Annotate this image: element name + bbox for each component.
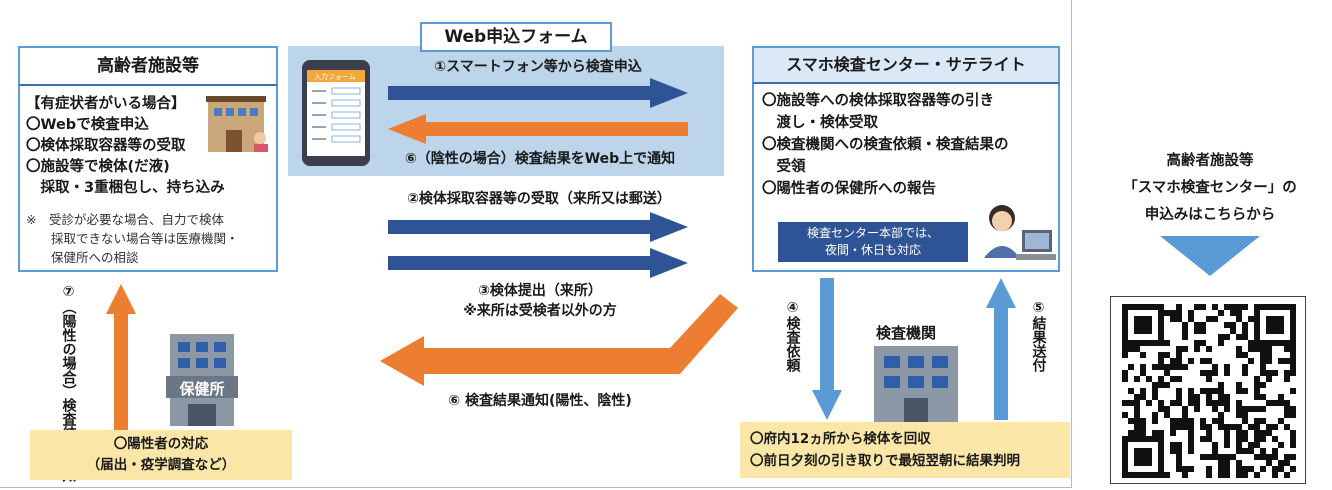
center-title: スマホ検査センター・サテライト	[752, 46, 1060, 84]
facility-note-line: 採取できない場合等は医療機関・	[26, 231, 239, 246]
facility-note-line: ※ 受診が必要な場合、自力で検体	[26, 212, 224, 227]
health-center-sign: 保健所	[179, 380, 225, 398]
arrow6b-label: ⑥ 検査結果通知(陽性、陰性)	[448, 393, 632, 409]
health-center-icon	[166, 334, 238, 426]
arrow3a-label: ③検体提出（来所）	[478, 283, 602, 299]
health-center-line: 〇陽性者の対応	[113, 436, 209, 452]
center-badge-line: 夜間・休日も対応	[824, 243, 921, 257]
center-line: 渡し・検体受取	[762, 115, 878, 131]
side-line: 高齢者施設等	[1166, 153, 1254, 169]
arrow-right-3	[388, 248, 688, 278]
phone-header-text: 入力フォーム	[314, 72, 356, 81]
facility-line: 【有症状者がいる場合】	[26, 96, 186, 112]
lab-line: 〇前日夕刻の引き取りで最短翌朝に結果判明	[750, 453, 1020, 469]
arrow-up-5	[986, 278, 1016, 420]
arrow4-text: ④検査依頼	[784, 300, 801, 372]
facility-line: 採取・3重梱包し、持ち込み	[26, 180, 225, 196]
side-text: 高齢者施設等 「スマホ検査センター」の 申込みはこちらから	[1100, 148, 1320, 229]
health-center-line: （届出・疫学調査など）	[86, 457, 236, 473]
center-line: 〇施設等への検体採取容器等の引き	[762, 93, 994, 109]
nursing-home-icon	[206, 96, 268, 152]
diagram-frame	[0, 0, 1072, 488]
center-line: 受領	[762, 159, 806, 175]
arrow-left-web	[388, 114, 688, 144]
arrow5-text: ⑤結果送付	[1030, 300, 1047, 372]
facility-line: 〇施設等で検体(だ液)	[26, 159, 170, 175]
lab-line: 〇府内12ヵ所から検体を回収	[750, 431, 931, 447]
facility-line: 〇検体採取容器等の受取	[26, 138, 186, 154]
qr-code[interactable]	[1110, 296, 1306, 484]
side-line: 「スマホ検査センター」の	[1123, 180, 1297, 196]
side-line: 申込みはこちらから	[1144, 207, 1276, 223]
arrow1-label: ①スマートフォン等から検査申込	[434, 59, 642, 75]
facility-line: 〇Webで検査申込	[26, 117, 149, 133]
smartphone-icon: 入力フォーム	[302, 60, 370, 166]
lab-box: 〇府内12ヵ所から検体を回収 〇前日夕刻の引き取りで最短翌朝に結果判明	[740, 422, 1070, 478]
center-lines: 〇施設等への検体採取容器等の引き 渡し・検体受取 〇検査機関への検査依頼・検査結…	[762, 90, 1054, 200]
arrow4-label: ④検査依頼	[782, 300, 802, 377]
lab-building-icon	[874, 346, 958, 422]
arrow6a-label: ⑥（陰性の場合）検査結果をWeb上で通知	[404, 151, 676, 167]
arrow-down-4	[812, 278, 842, 420]
center-badge-line: 検査センター本部では、	[806, 226, 939, 240]
arrow-right-2	[388, 212, 688, 242]
qr-code-icon	[1122, 304, 1296, 478]
arrow2-label: ②検体採取容器等の受取（来所又は郵送）	[407, 191, 671, 207]
health-center-box: 〇陽性者の対応 （届出・疫学調査など）	[30, 430, 292, 480]
arrow-left-result	[380, 294, 738, 386]
arrow-up-7	[106, 284, 136, 430]
facility-note-line: 保健所への相談	[26, 250, 139, 265]
center-line: 〇陽性者の保健所への報告	[762, 181, 936, 197]
web-form-title: Web申込フォーム	[420, 22, 612, 52]
arrow5-label: ⑤結果送付	[1028, 300, 1048, 377]
center-badge: 検査センター本部では、 夜間・休日も対応	[778, 222, 968, 262]
center-line: 〇検査機関への検査依頼・検査結果の	[762, 137, 1009, 153]
facility-lines: 【有症状者がいる場合】 〇Webで検査申込 〇検体採取容器等の受取 〇施設等で検…	[26, 94, 225, 199]
lab-label: 検査機関	[876, 324, 937, 342]
operator-icon	[984, 205, 1056, 260]
arrow-right-1	[388, 78, 688, 108]
down-triangle-icon	[1160, 236, 1260, 276]
facility-note: ※ 受診が必要な場合、自力で検体 採取できない場合等は医療機関・ 保健所への相談	[26, 210, 272, 267]
arrow3b-label: ※来所は受検者以外の方	[463, 303, 617, 319]
facility-title: 高齢者施設等	[18, 46, 278, 86]
